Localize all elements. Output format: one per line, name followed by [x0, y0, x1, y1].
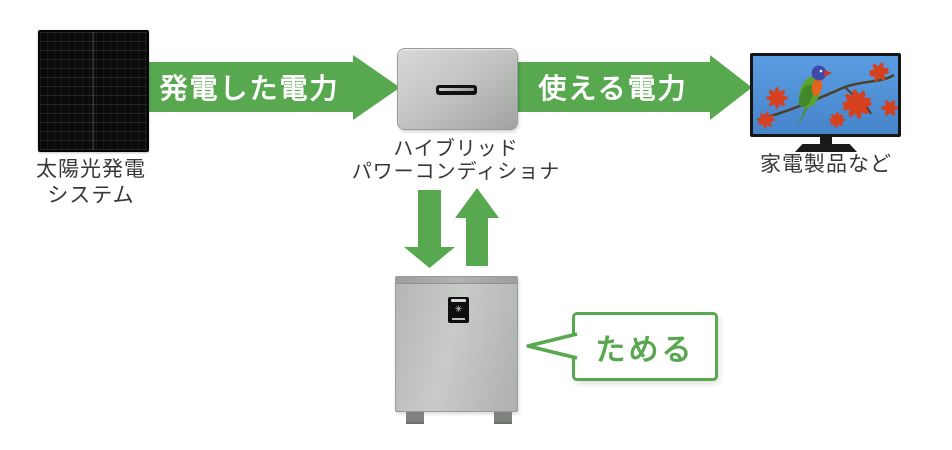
conditioner-display-line [439, 88, 474, 91]
arrow-up-discharge-icon [455, 188, 499, 266]
storage-battery-image: ✳ [395, 276, 518, 412]
store-label: ためる [595, 333, 695, 367]
battery-front-panel: ✳ [448, 297, 469, 323]
arrow-generated-power-label: 発電した電力 [159, 73, 340, 104]
solar-panel-image [38, 30, 149, 152]
battery-foot-right [494, 412, 512, 424]
battery-foot-left [406, 412, 424, 424]
conditioner-display-slot [436, 85, 477, 95]
tv-stand-base [795, 144, 857, 152]
power-conditioner-label-line2: パワーコンディショナ [351, 161, 561, 183]
battery-model-strip [452, 318, 465, 320]
solar-system-label-line1: 太陽光発電 [36, 158, 146, 181]
power-conditioner-label-line1: ハイブリッド [393, 138, 519, 160]
store-speech-bubble: ためる [572, 312, 718, 381]
parrot [797, 65, 832, 128]
tv-image [750, 53, 901, 137]
speech-bubble-tail-icon [526, 332, 578, 360]
battery-brand-strip [451, 299, 466, 302]
power-conditioner-label: ハイブリッド パワーコンディショナ [330, 138, 582, 184]
arrow-right-generated-power-icon [146, 55, 400, 120]
arrow-right-usable-power-icon [516, 55, 752, 120]
arrow-usable-power-label: 使える電力 [538, 73, 688, 104]
appliances-label: 家電製品など [760, 153, 892, 176]
arrow-down-charge-icon [404, 190, 455, 268]
tv-screen-picture [753, 56, 898, 134]
battery-top-cap [396, 277, 517, 284]
tv-stand-neck [820, 137, 832, 144]
solar-system-label-line2: システム [47, 184, 135, 207]
solar-system-label: 太陽光発電 システム [11, 157, 171, 209]
power-conditioner-image [397, 48, 518, 130]
snowflake-icon: ✳ [454, 304, 463, 314]
